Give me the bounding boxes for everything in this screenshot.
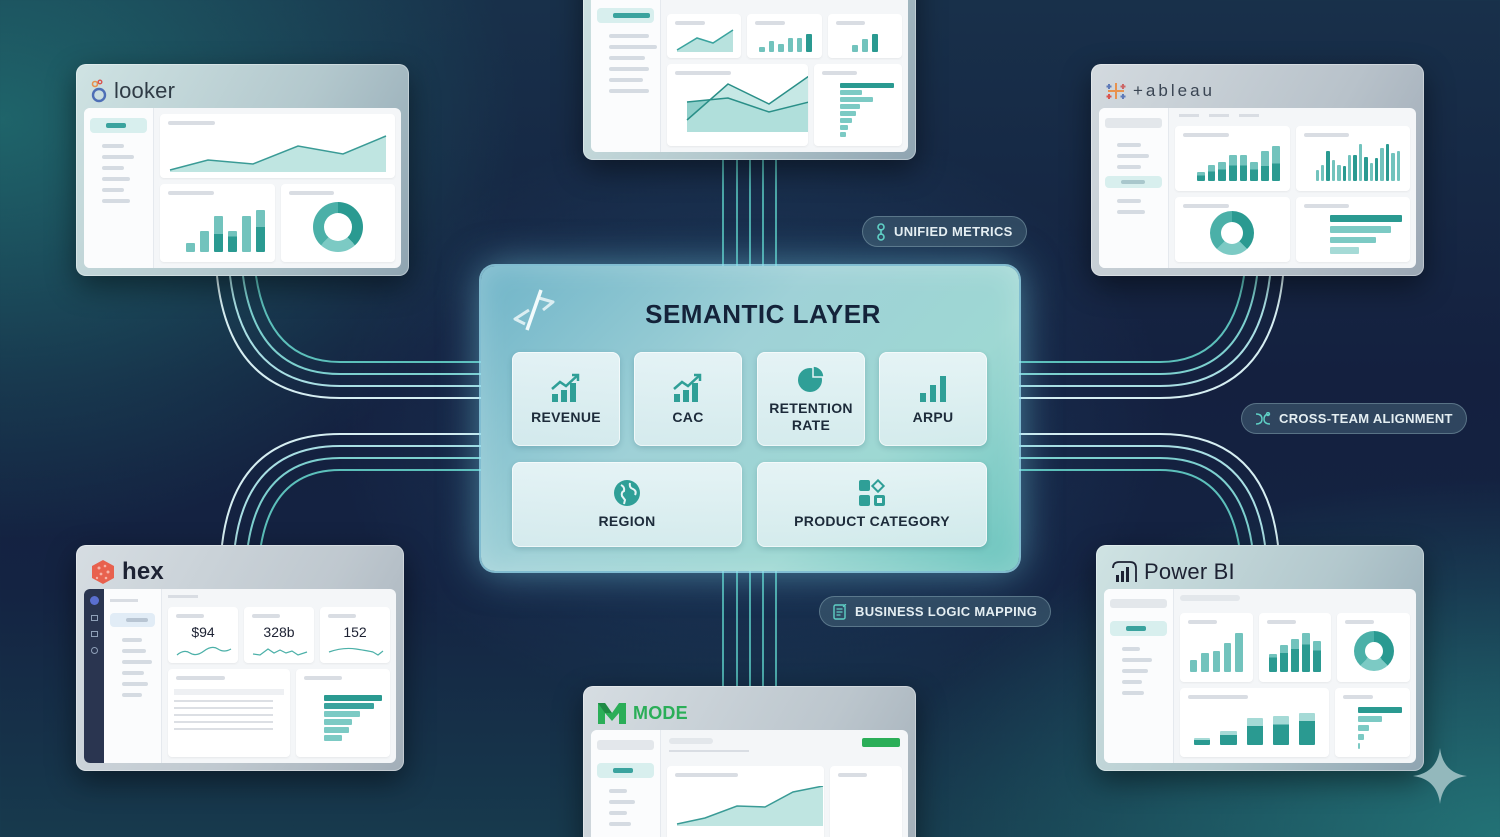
- network-merge-icon: [1255, 411, 1271, 425]
- powerbi-logo-icon: [1112, 561, 1137, 582]
- tableau-donut: [1175, 197, 1290, 262]
- hex-kpi-card: 328b: [244, 607, 314, 663]
- callout-label: CROSS-TEAM ALIGNMENT: [1279, 411, 1453, 426]
- semantic-layer-title: SEMANTIC LAYER: [645, 299, 881, 329]
- mode-logo-icon: [598, 703, 626, 724]
- bar-chart-icon: [920, 375, 946, 402]
- sparkle-icon: [1413, 748, 1467, 804]
- horizontal-bar-card: [813, 64, 902, 146]
- link-chain-icon: [877, 222, 885, 241]
- hex-horizontal-bars: [296, 669, 390, 757]
- dimension-tile-product-category[interactable]: PRODUCT CATEGORY: [757, 462, 987, 547]
- category-grid-icon: [859, 479, 886, 506]
- tableau-logo-icon: [1106, 83, 1126, 99]
- semantic-layer-card: SEMANTIC LAYER REVENUE CAC RETENTION RAT…: [481, 266, 1019, 571]
- hex-panel[interactable]: hex $94 328b 152: [76, 545, 404, 771]
- dimension-label: REGION: [598, 513, 656, 529]
- checklist-document-icon: [833, 603, 847, 620]
- mode-name: MODE: [633, 702, 688, 723]
- mode-run-button[interactable]: [862, 738, 900, 747]
- hex-name: hex: [122, 558, 164, 585]
- powerbi-column-chart: [1180, 688, 1330, 757]
- powerbi-bar-chart: [1180, 613, 1253, 682]
- powerbi-stacked-bar: [1258, 613, 1332, 682]
- tableau-bar-chart: [1295, 126, 1410, 191]
- pie-chart-icon: [798, 365, 825, 392]
- metric-tile-arpu[interactable]: ARPU: [879, 352, 987, 446]
- looker-panel[interactable]: looker: [76, 64, 409, 276]
- mini-bar-card: [827, 14, 902, 58]
- globe-icon: [614, 480, 640, 506]
- kpi-value: 152: [343, 624, 367, 640]
- tableau-logo: +ableau: [1099, 72, 1416, 110]
- tableau-stacked-bar: [1175, 126, 1290, 191]
- powerbi-logo: Power BI: [1104, 553, 1416, 591]
- mode-side-card: [830, 766, 902, 837]
- callout-label: BUSINESS LOGIC MAPPING: [855, 604, 1038, 619]
- metric-label: ARPU: [912, 408, 954, 425]
- metric-tile-retention-rate[interactable]: RETENTION RATE: [757, 352, 865, 446]
- looker-area-chart: [160, 114, 395, 178]
- looker-logo: looker: [84, 72, 401, 110]
- metric-tile-cac[interactable]: CAC: [634, 352, 742, 446]
- hex-table: [168, 669, 291, 757]
- tableau-panel[interactable]: +ableau: [1091, 64, 1424, 276]
- dimension-label: PRODUCT CATEGORY: [794, 513, 950, 529]
- mode-area-chart: [667, 766, 825, 837]
- mode-panel[interactable]: MODE: [583, 686, 916, 837]
- powerbi-name: Power BI: [1144, 559, 1235, 584]
- mode-logo: MODE: [591, 694, 908, 732]
- tableau-horizontal-bars: [1295, 197, 1410, 262]
- looker-logo-icon: [91, 79, 107, 103]
- top-dashboard-panel[interactable]: [583, 0, 916, 160]
- looker-bar-chart: [160, 184, 275, 262]
- trend-bar-chart-icon: [673, 373, 702, 402]
- bar-chart-card: [747, 14, 822, 58]
- looker-donut-chart: [280, 184, 395, 262]
- callout-label: UNIFIED METRICS: [894, 224, 1013, 239]
- callout-business-logic-mapping: BUSINESS LOGIC MAPPING: [819, 596, 1052, 627]
- powerbi-panel[interactable]: Power BI: [1096, 545, 1424, 771]
- kpi-value: $94: [191, 624, 215, 640]
- dimension-tile-region[interactable]: REGION: [512, 462, 742, 547]
- metric-label: RETENTION RATE: [769, 400, 853, 433]
- sidebar-filter-item[interactable]: [613, 13, 650, 18]
- hex-kpi-card: $94: [168, 607, 238, 663]
- hex-logo: hex: [84, 553, 396, 591]
- looker-name: looker: [114, 78, 176, 103]
- powerbi-donut: [1337, 613, 1411, 682]
- callout-unified-metrics: UNIFIED METRICS: [862, 216, 1027, 247]
- metric-label: CAC: [672, 408, 704, 425]
- hex-logo-icon: [92, 560, 114, 584]
- callout-cross-team-alignment: CROSS-TEAM ALIGNMENT: [1241, 403, 1467, 434]
- metric-label: REVENUE: [531, 408, 601, 425]
- line-chart-card: [667, 14, 742, 58]
- trend-bar-chart-icon: [551, 373, 580, 402]
- metric-tile-revenue[interactable]: REVENUE: [512, 352, 620, 446]
- powerbi-horizontal-bars: [1335, 688, 1410, 757]
- hex-icon-rail: [84, 589, 104, 763]
- area-chart-card: [667, 64, 808, 146]
- code-slash-icon: [513, 289, 555, 331]
- hex-kpi-card: 152: [320, 607, 390, 663]
- kpi-value: 328b: [263, 624, 295, 640]
- tableau-name: +ableau: [1133, 81, 1215, 100]
